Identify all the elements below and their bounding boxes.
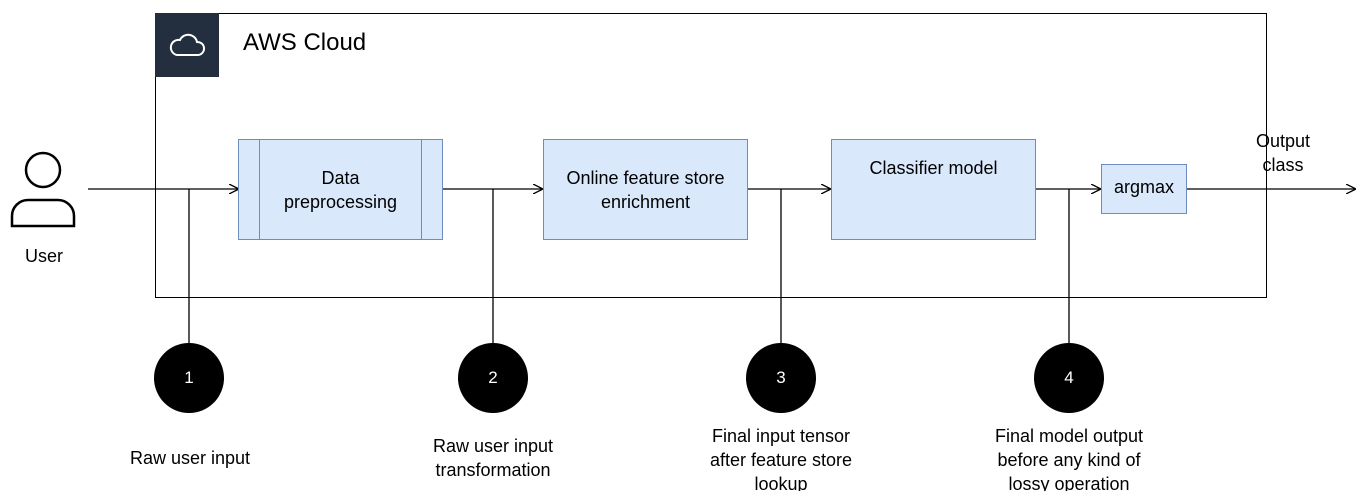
data-preprocessing-label: Data preprocessing <box>283 167 398 212</box>
checkpoint-marker-2: 2 <box>458 343 528 413</box>
checkpoint-caption-1: Raw user input <box>129 448 251 468</box>
checkpoint-number-1: 1 <box>184 368 194 387</box>
aws-cloud-group <box>155 13 1267 298</box>
checkpoint-number-3: 3 <box>776 368 786 387</box>
user-icon <box>8 148 78 235</box>
checkpoint-marker-1: 1 <box>154 343 224 413</box>
checkpoint-marker-3: 3 <box>746 343 816 413</box>
feature-store-enrichment-label: Online feature store enrichment <box>566 167 725 212</box>
feature-store-enrichment-box: Online feature store enrichment <box>543 139 748 240</box>
checkpoint-marker-4: 4 <box>1034 343 1104 413</box>
classifier-model-label: Classifier model <box>869 157 998 178</box>
checkpoint-caption-4: Final model output before any kind of lo… <box>994 426 1144 491</box>
user-label: User <box>24 246 63 266</box>
checkpoint-number-4: 4 <box>1064 368 1074 387</box>
classifier-model-box: Classifier model <box>831 139 1036 240</box>
aws-cloud-title: AWS Cloud <box>243 29 367 56</box>
checkpoint-caption-3: Final input tensor after feature store l… <box>709 426 853 491</box>
data-preprocessing-box: Data preprocessing <box>238 139 443 240</box>
aws-cloud-icon <box>169 33 205 56</box>
argmax-label: argmax <box>1113 177 1175 197</box>
checkpoint-number-2: 2 <box>488 368 498 387</box>
output-class-label: Output class <box>1255 131 1311 175</box>
aws-cloud-badge <box>155 13 219 77</box>
checkpoint-caption-2: Raw user input transformation <box>432 436 554 480</box>
argmax-box: argmax <box>1101 164 1187 214</box>
